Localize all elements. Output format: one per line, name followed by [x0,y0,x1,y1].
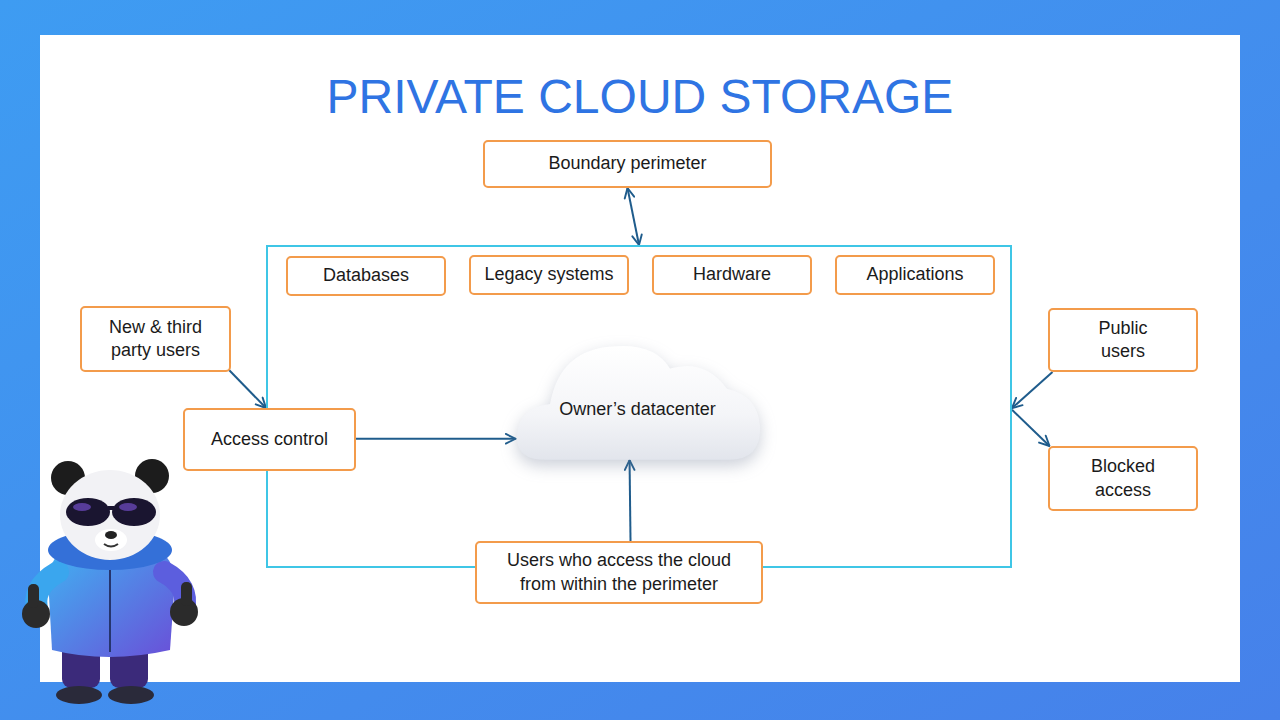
flow-arrow [629,460,632,541]
node-label: New & third party users [93,316,218,363]
panda-thumb [181,582,192,606]
panda-mascot [22,459,198,704]
flow-arrow [356,438,516,440]
node-label: Blocked access [1073,455,1173,502]
user-box: New & third party users [80,306,231,372]
panda-mouth [104,544,118,547]
node-label: Access control [211,428,328,451]
result-box: Blocked access [1048,446,1198,511]
node-label: Owner’s datacenter [559,398,715,421]
datacenter-cloud: Owner’s datacenter [505,328,770,470]
lens-shine [73,503,91,511]
slide-card [40,35,1240,682]
cloud-outline [517,346,760,460]
perimeter-frame: Databases Legacy systems Hardware Applicati… [266,245,1012,568]
user-box: Users who access the cloud from within t… [475,541,763,604]
node-label: Databases [323,264,409,287]
panda-nose [105,531,117,539]
lens-shine [119,503,137,511]
resource-box: Applications [835,255,995,295]
resource-box: Hardware [652,255,812,295]
node-label: Hardware [693,263,771,286]
flow-arrow [1012,372,1053,408]
flow-arrow [1012,410,1050,446]
panda-thumb [28,584,39,608]
hoodie-zip [109,562,111,652]
panda-shoe [108,686,154,704]
resource-box: Legacy systems [469,255,629,295]
panda-shoe [56,686,102,704]
diagram-title: PRIVATE CLOUD STORAGE [0,67,1280,127]
node-label: Applications [866,263,963,286]
panda-sunglasses [66,498,110,526]
perimeter-label-box: Boundary perimeter [483,140,772,188]
node-label: Public users [1083,317,1163,364]
resource-box: Databases [286,256,446,296]
process-box: Access control [183,408,356,471]
user-box: Public users [1048,308,1198,372]
sunglasses-bridge [108,506,114,510]
node-label: Boundary perimeter [548,152,706,175]
panda-sunglasses [112,498,156,526]
node-label: Legacy systems [484,263,613,286]
panda-head [60,470,160,560]
connector-group [229,188,1052,541]
node-label: Users who access the cloud from within t… [499,549,739,596]
panda-muzzle [95,529,127,551]
flow-arrow [229,370,266,408]
flow-arrow [628,188,640,245]
